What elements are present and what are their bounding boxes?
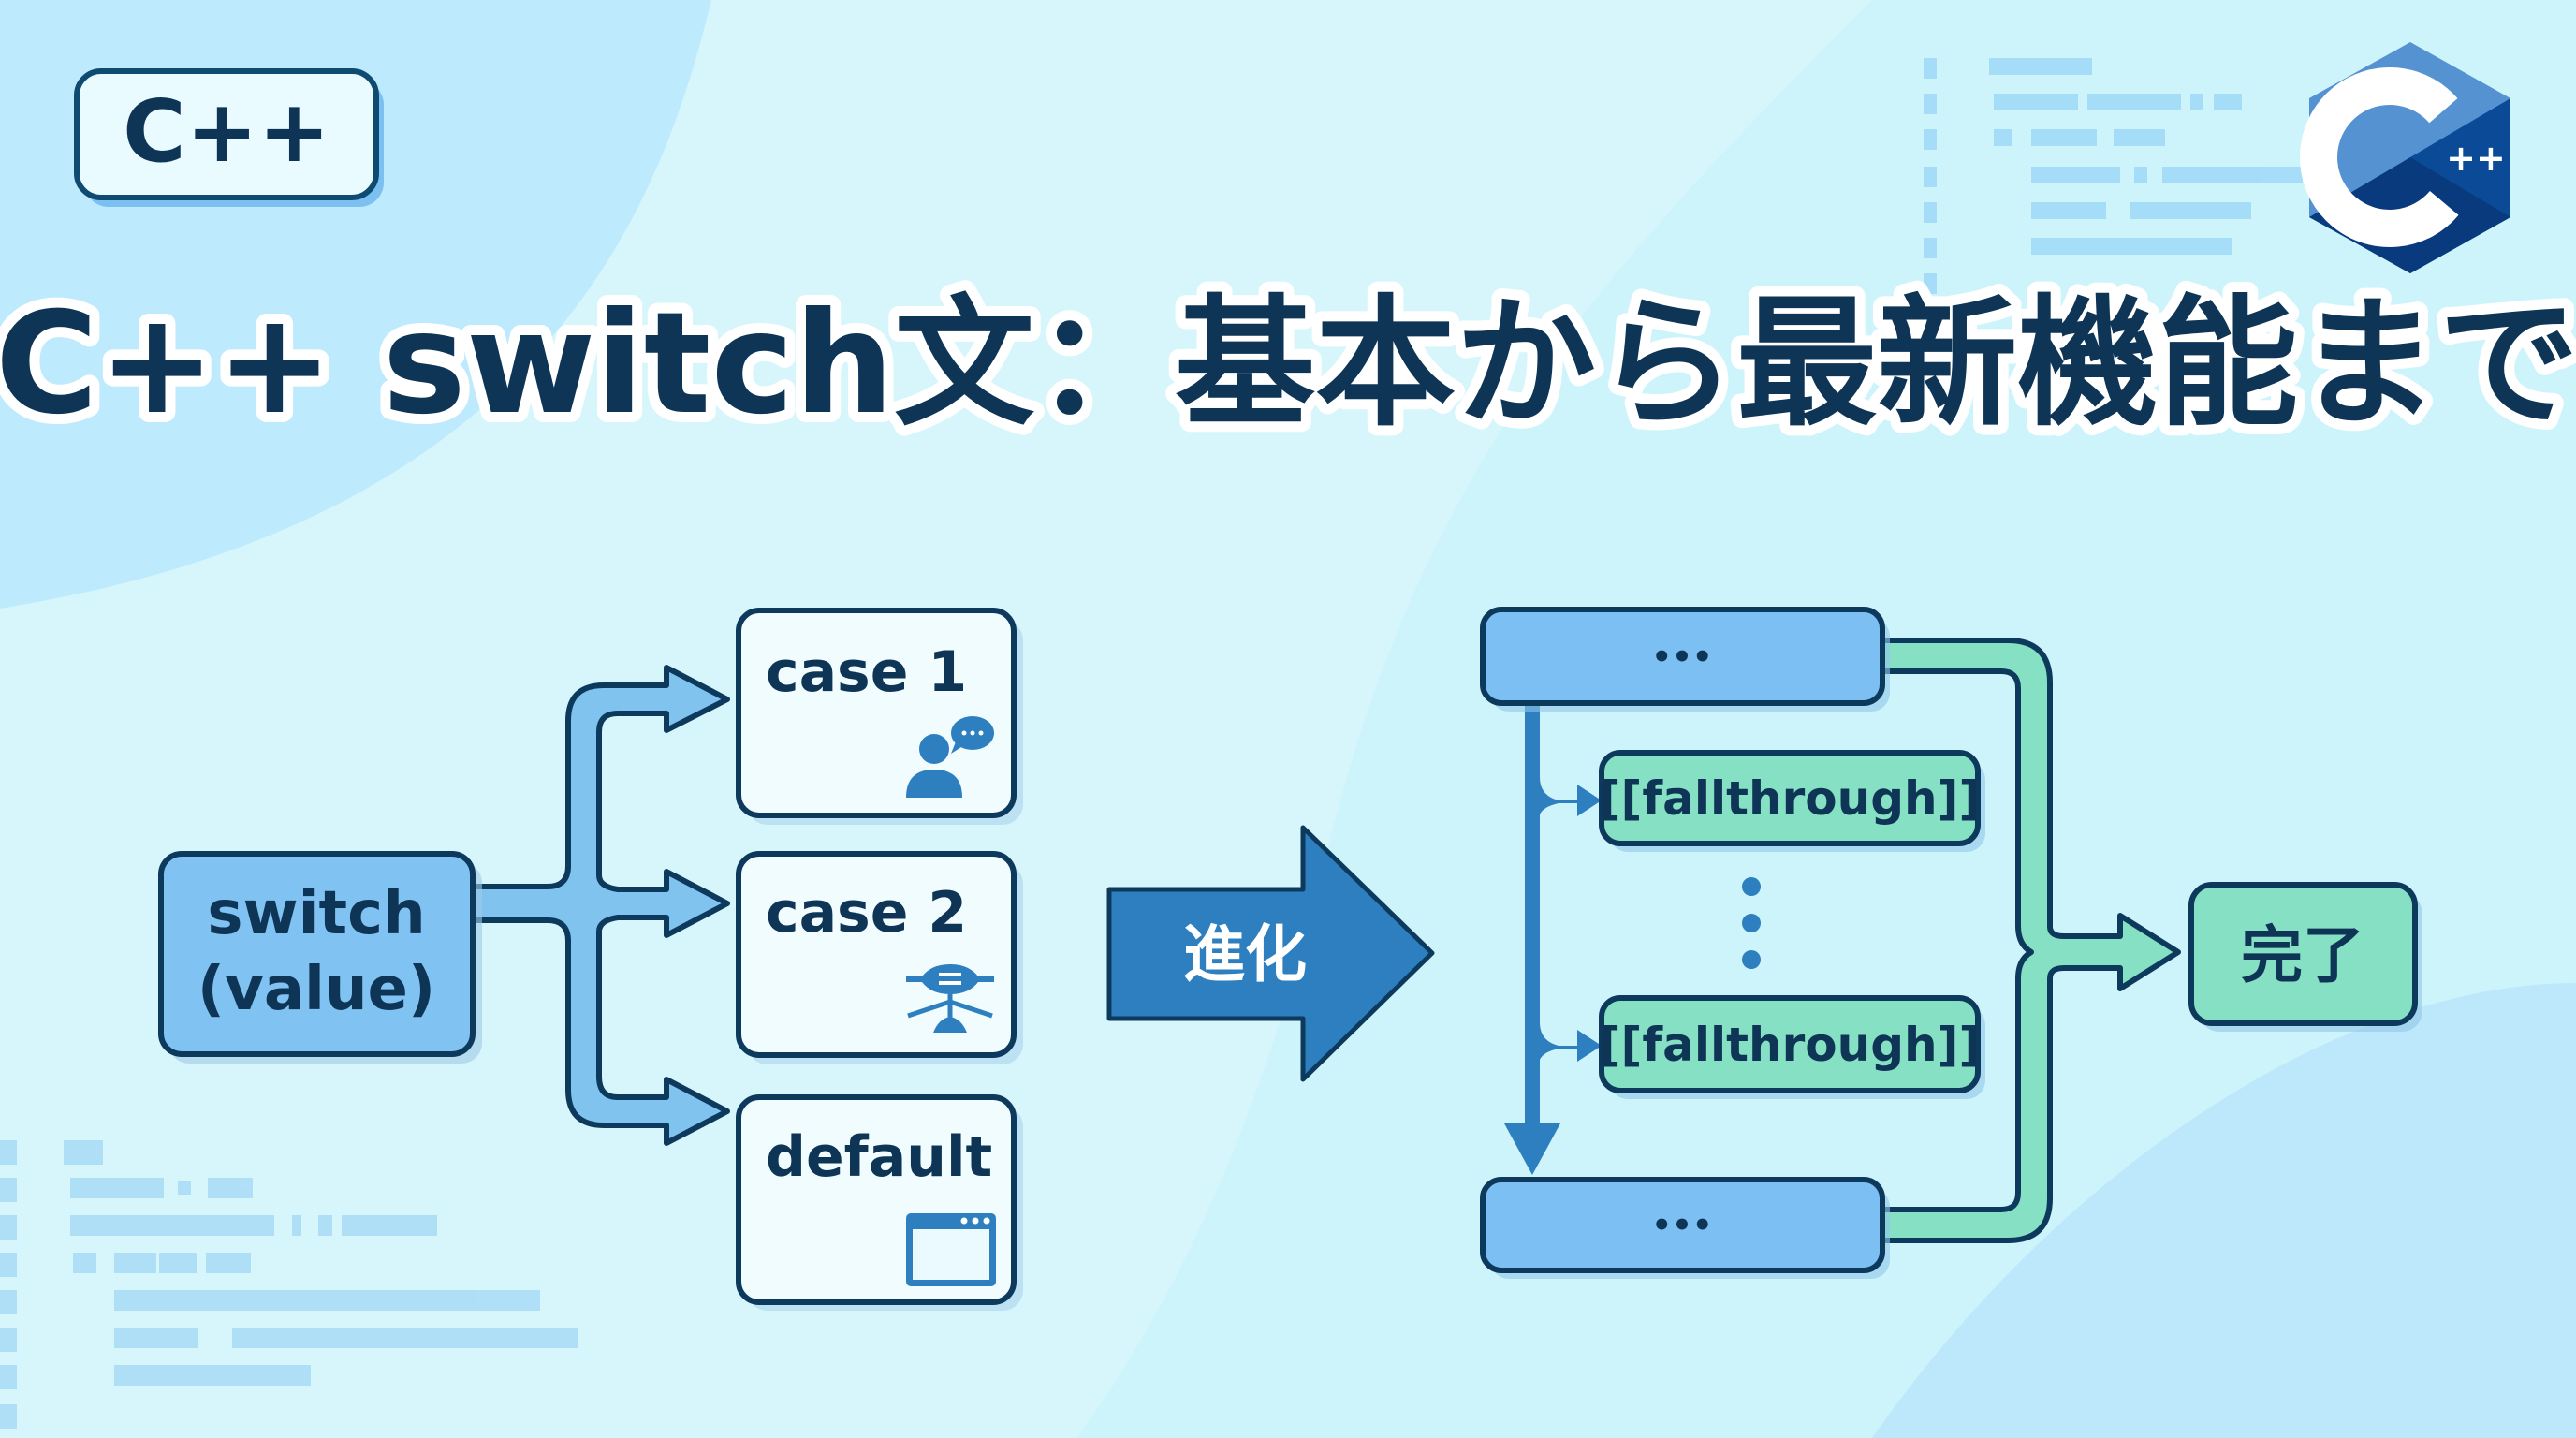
badge-label: C++ [123, 81, 330, 182]
logo-plus: ++ [2446, 138, 2506, 179]
robot-icon [906, 964, 994, 1033]
page-title: C++ switch文：基本から最新機能まで [0, 283, 2576, 446]
fallthrough-box-2: [[fallthrough]] [1599, 995, 1985, 1099]
code-block-top: ••• [1480, 607, 1890, 712]
cpp-logo: ++ [2300, 42, 2510, 273]
switch-value-label: (value) [198, 955, 435, 1024]
done-label: 完了 [2241, 919, 2364, 991]
case-box-default: default [736, 1094, 1023, 1311]
default-label: default [766, 1124, 992, 1190]
case-box-1: case 1 [736, 608, 1023, 825]
ellipsis-dots [1742, 877, 1761, 969]
case-box-2: case 2 [736, 851, 1023, 1064]
case-2-label: case 2 [766, 880, 967, 946]
fallthrough-label-2: [[fallthrough]] [1600, 1018, 1981, 1072]
done-box: 完了 [2188, 882, 2422, 1032]
branch-connector [470, 665, 730, 1146]
code-block-bottom-ellipsis: ••• [1651, 1207, 1712, 1244]
case-1-label: case 1 [766, 639, 967, 705]
fallthrough-box-1: [[fallthrough]] [1599, 750, 1985, 852]
switch-box: switch (value) [158, 851, 482, 1064]
fallthrough-label-1: [[fallthrough]] [1600, 771, 1981, 826]
window-icon [906, 1213, 996, 1286]
code-deco-bottom [0, 1140, 578, 1429]
code-block-top-ellipsis: ••• [1651, 638, 1712, 676]
fall-line [1504, 700, 1602, 1175]
cpp-badge: C++ [74, 68, 384, 207]
bg-blob-bottom-right [1872, 983, 2576, 1438]
switch-label: switch [207, 879, 425, 948]
code-deco-top [1924, 58, 2303, 294]
merge-connector [1880, 638, 2181, 1243]
code-block-bottom: ••• [1480, 1177, 1890, 1279]
evolution-arrow: 進化 [1106, 825, 1435, 1082]
user-speech-icon [906, 716, 994, 798]
evolution-label: 進化 [1183, 918, 1307, 990]
